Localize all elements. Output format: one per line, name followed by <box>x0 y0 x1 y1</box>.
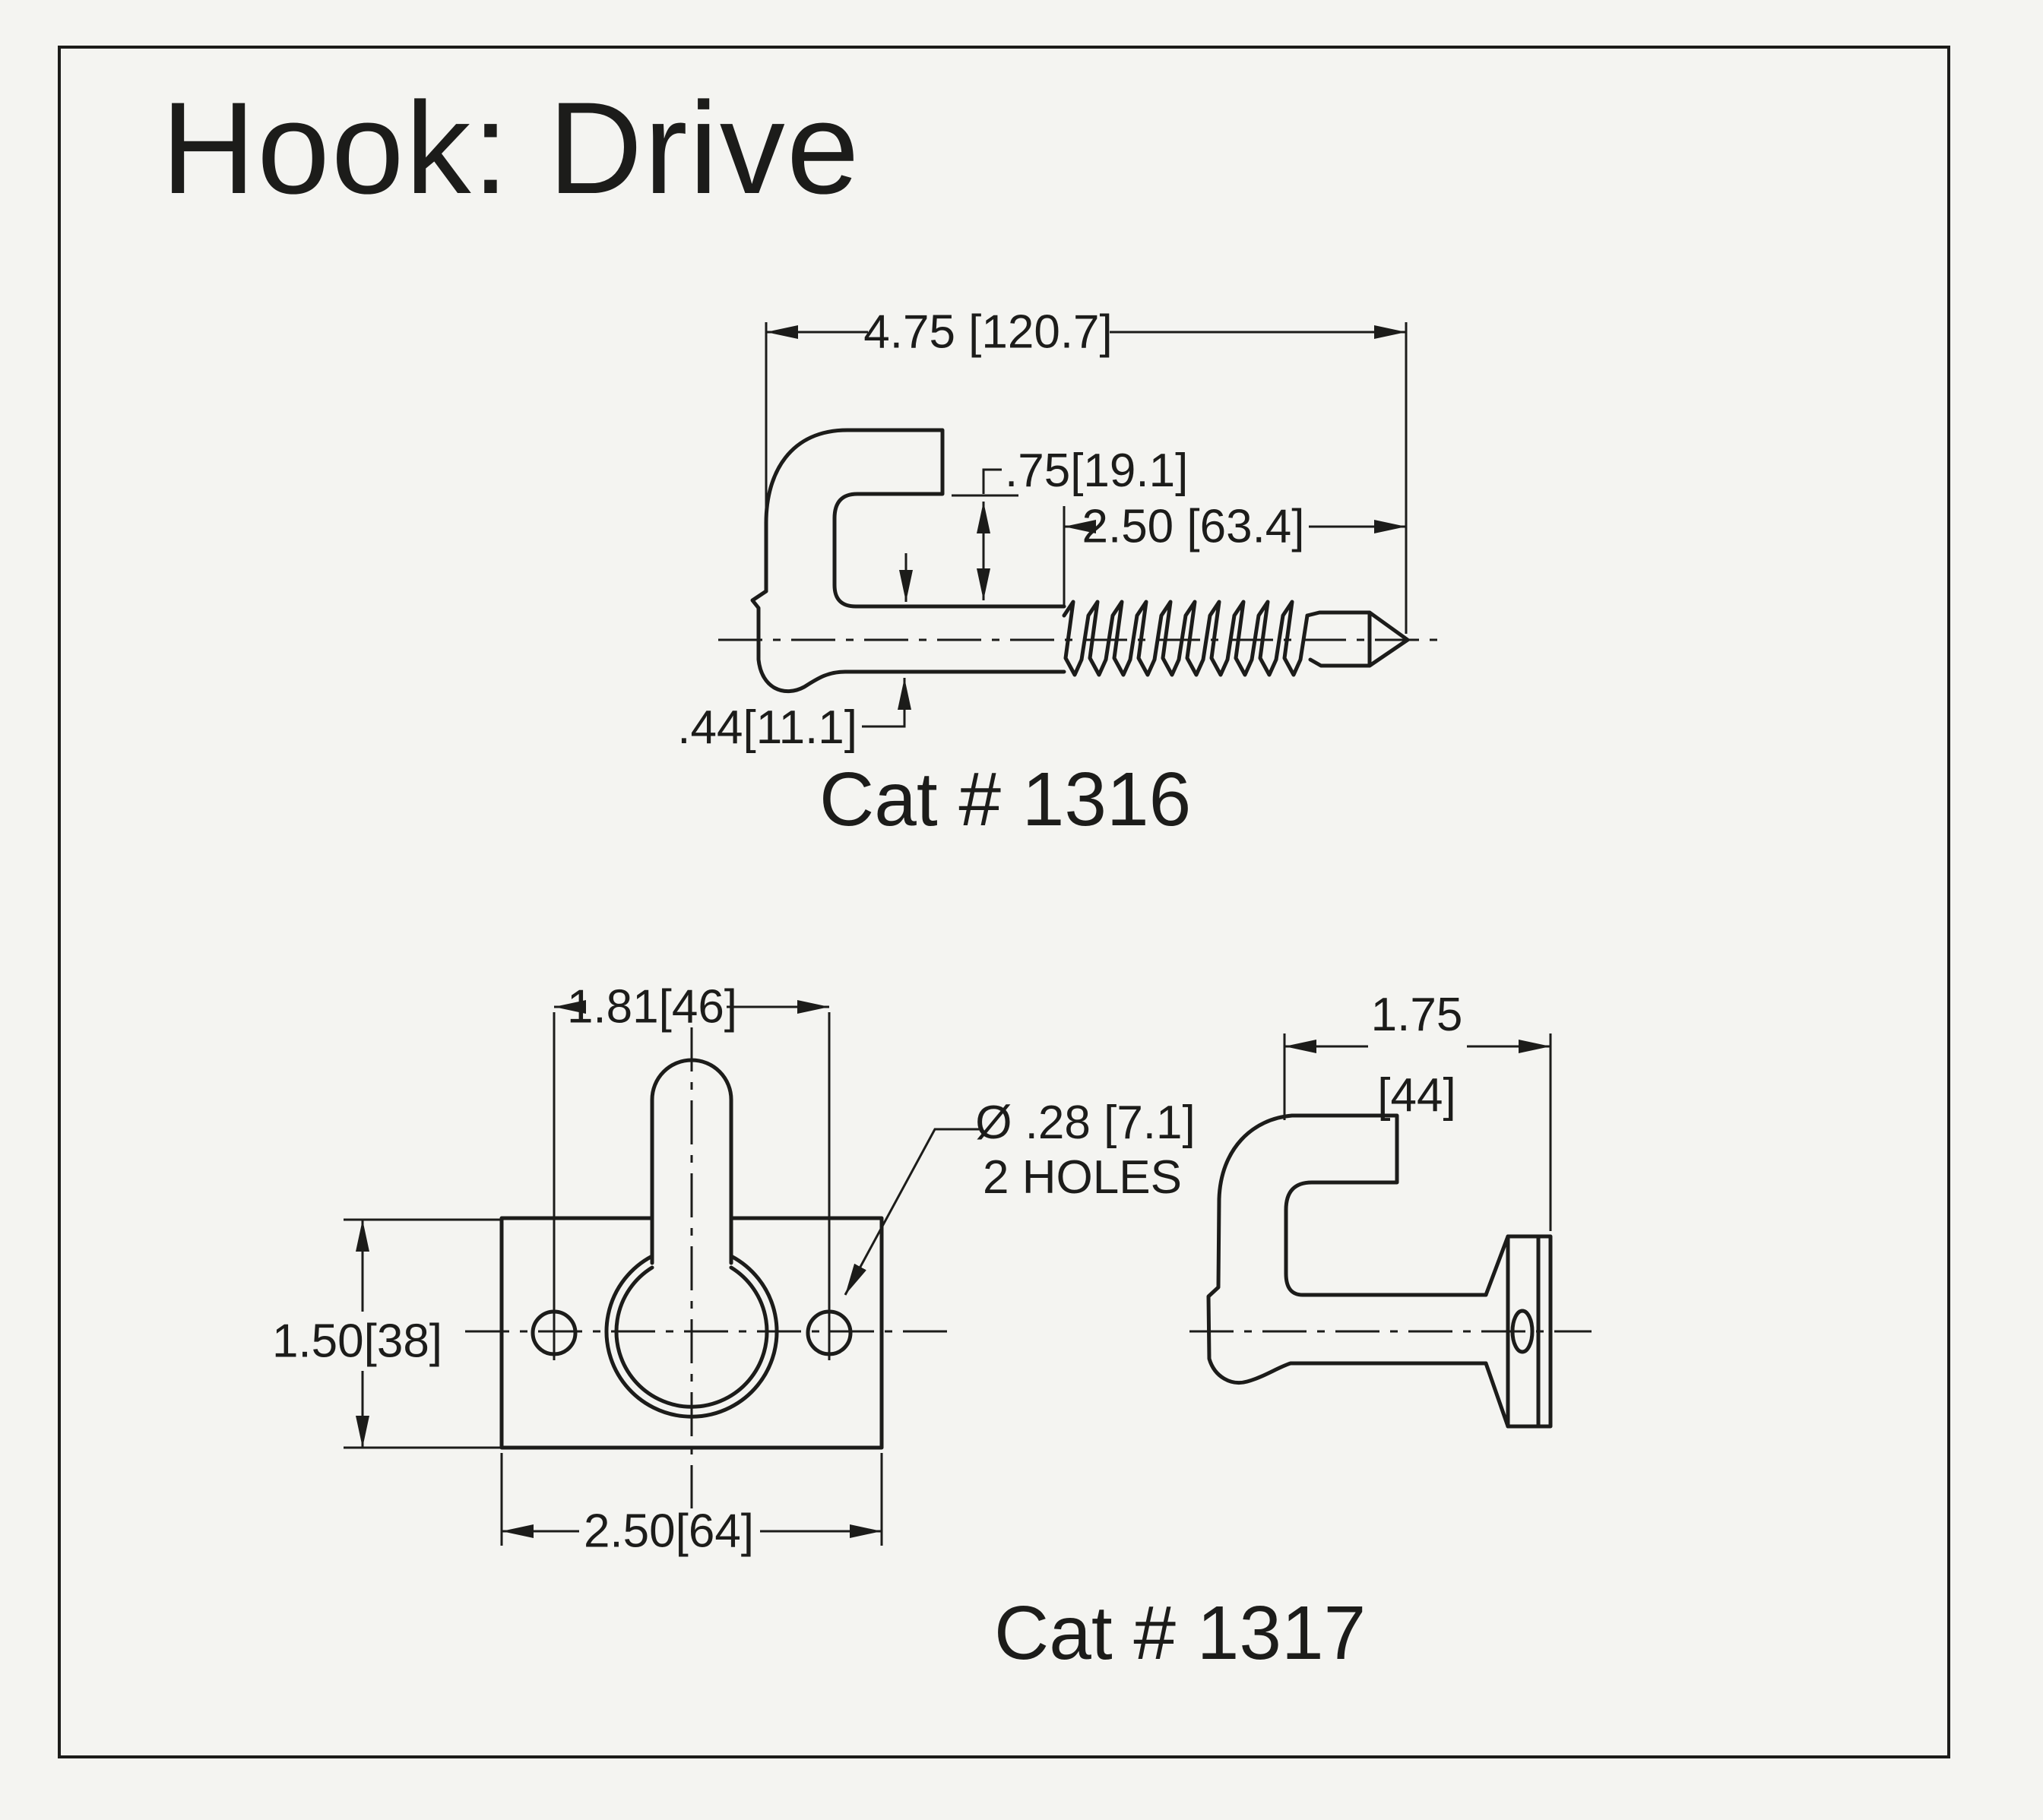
hook-1316-outline <box>750 428 1066 694</box>
view-hook-1317-front: 1.81[46] Ø .28 [7.1] 2 HOLES 1.50[38] 2.… <box>272 981 1366 1676</box>
flange-flare <box>1484 1234 1510 1429</box>
dim-hole-spacing-text: 1.81[46] <box>567 981 737 1033</box>
hook-1317-inner-outline <box>1284 1113 1488 1297</box>
plate-side-outline <box>1506 1234 1553 1429</box>
screw-point <box>1305 610 1410 668</box>
leader-opening <box>982 468 1002 494</box>
dim-plate-width-text: 2.50[64] <box>584 1505 754 1558</box>
view-hook-1317-side: 1.75 [44] <box>1189 989 1592 1429</box>
hook-1317-outer-outline <box>1206 1113 1488 1385</box>
catalog-label-1316: Cat # 1316 <box>819 757 1191 842</box>
hook-stem-front <box>650 1058 733 1265</box>
screw-threads <box>1062 600 1310 677</box>
hook-ball-inner-arc <box>614 1265 769 1409</box>
dim-overall-length-text: 4.75 [120.7] <box>863 306 1113 359</box>
leader-hole-note <box>844 1128 982 1296</box>
hook-ball-outer-arc <box>604 1254 779 1419</box>
hole-note-line1: Ø .28 [7.1] <box>975 1097 1196 1149</box>
plate-front-outline <box>499 1216 884 1450</box>
view-hook-1316: 4.75 [120.7] .75[19.1] 2.50 [63.4] .44[1… <box>677 306 1444 842</box>
plate-side-hole <box>1510 1309 1535 1354</box>
sheet-frame <box>58 46 1950 1758</box>
page-title: Hook: Drive <box>161 75 861 221</box>
dim-shank-diameter-text: .44[11.1] <box>677 701 857 754</box>
hole-note-line2: 2 HOLES <box>983 1151 1182 1204</box>
leader-shank-diameter <box>862 678 911 728</box>
dim-projection-inch-text: 1.75 <box>1371 989 1463 1041</box>
dim-projection-metric-text: [44] <box>1377 1069 1455 1122</box>
dim-plate-height-text: 1.50[38] <box>272 1315 442 1368</box>
dim-opening-text: .75[19.1] <box>1005 445 1188 497</box>
catalog-label-1317: Cat # 1317 <box>994 1591 1366 1676</box>
dim-thread-length-text: 2.50 [63.4] <box>1082 501 1304 553</box>
